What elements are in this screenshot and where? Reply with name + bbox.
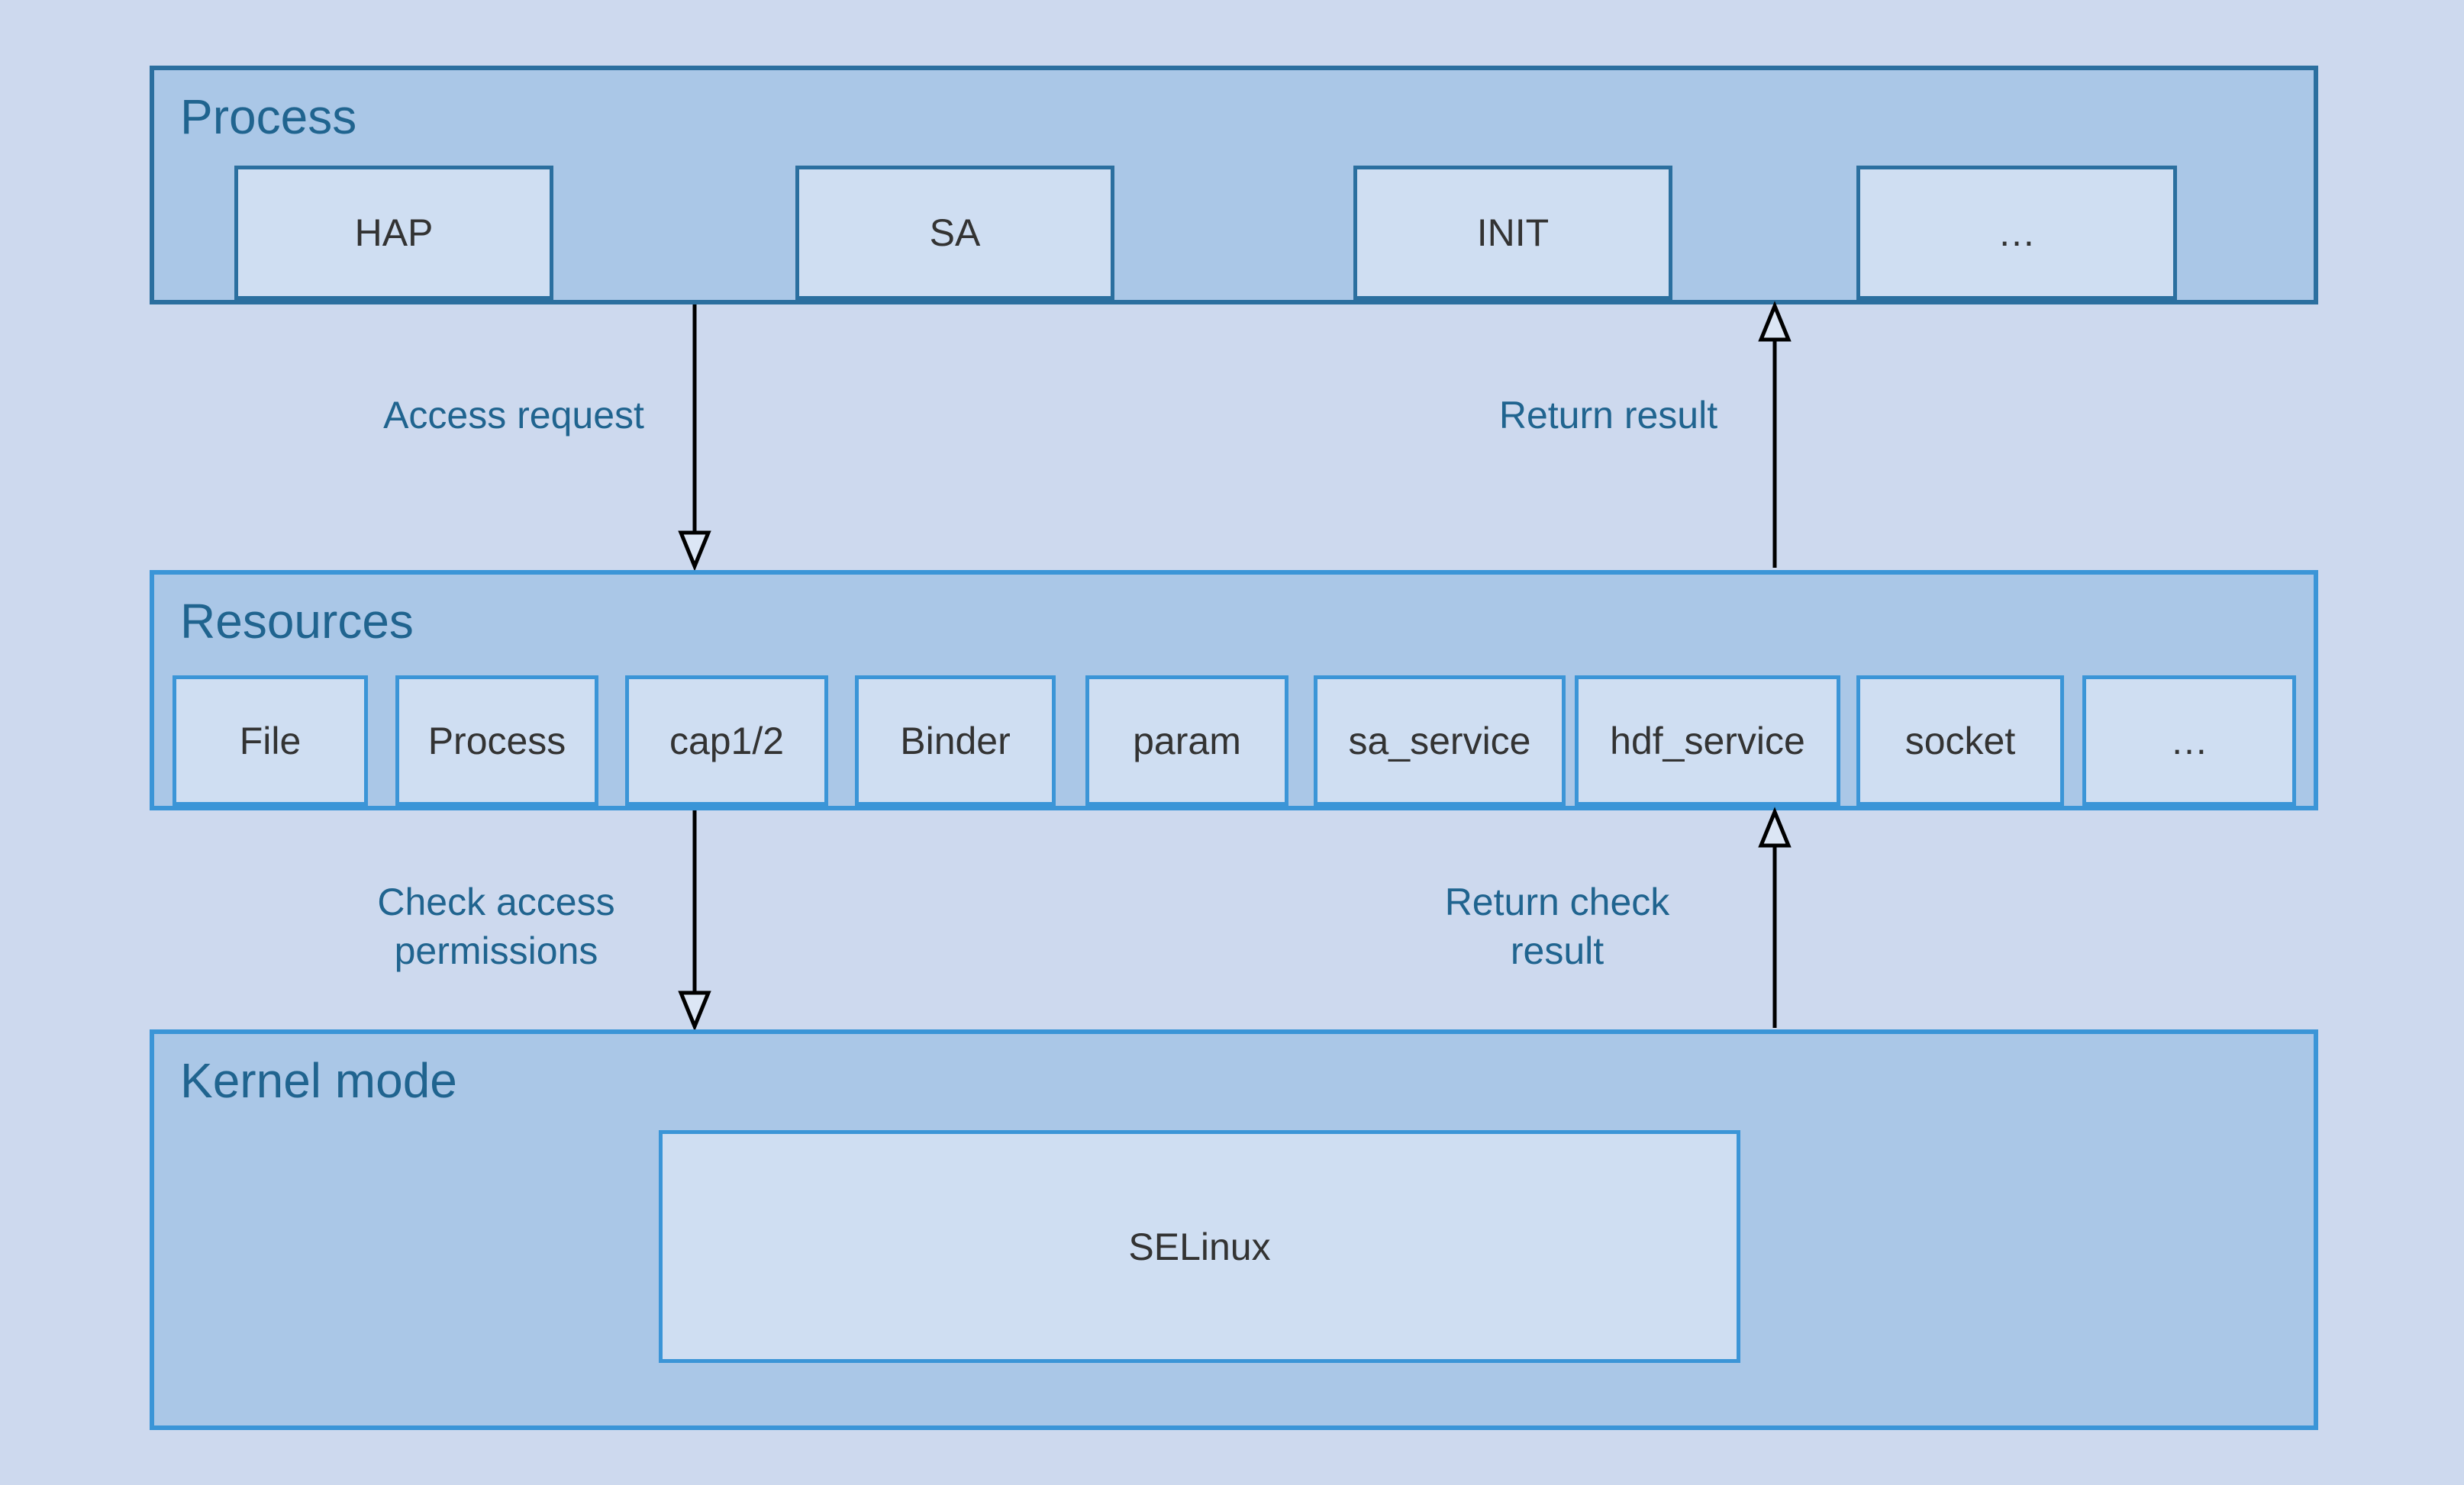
process-box-ellipsis: … — [1856, 166, 2177, 300]
resource-box-socket: socket — [1856, 675, 2064, 806]
return-check-result-label: Return check result — [1444, 881, 1670, 972]
kernel-box-selinux: SELinux — [659, 1130, 1740, 1363]
resource-box-ellipsis: … — [2082, 675, 2296, 806]
return-result-arrow — [1758, 301, 1792, 568]
check-access-permissions-arrow — [678, 810, 711, 1032]
check-access-permissions-label: Check access permissions — [377, 881, 615, 972]
resource-box-sa-service: sa_service — [1314, 675, 1566, 806]
process-box-sa: SA — [795, 166, 1114, 300]
process-box-hap: HAP — [234, 166, 553, 300]
kernel-mode-band-title: Kernel mode — [180, 1053, 457, 1108]
process-band-title: Process — [180, 89, 357, 144]
resource-box-cap: cap1/2 — [625, 675, 828, 806]
process-band: Process HAP SA INIT … — [150, 66, 2318, 304]
access-request-arrow — [678, 304, 711, 572]
resource-box-process: Process — [395, 675, 598, 806]
resource-box-hdf-service: hdf_service — [1575, 675, 1840, 806]
process-box-init: INIT — [1353, 166, 1672, 300]
kernel-mode-band: Kernel mode SELinux — [150, 1029, 2318, 1430]
resources-band-title: Resources — [180, 594, 414, 649]
resources-band: Resources File Process cap1/2 Binder par… — [150, 570, 2318, 810]
resource-box-param: param — [1085, 675, 1288, 806]
resource-box-binder: Binder — [855, 675, 1056, 806]
return-check-result-arrow — [1758, 807, 1792, 1028]
access-request-label: Access request — [383, 394, 644, 436]
return-result-label: Return result — [1498, 394, 1718, 436]
resource-box-file: File — [173, 675, 368, 806]
